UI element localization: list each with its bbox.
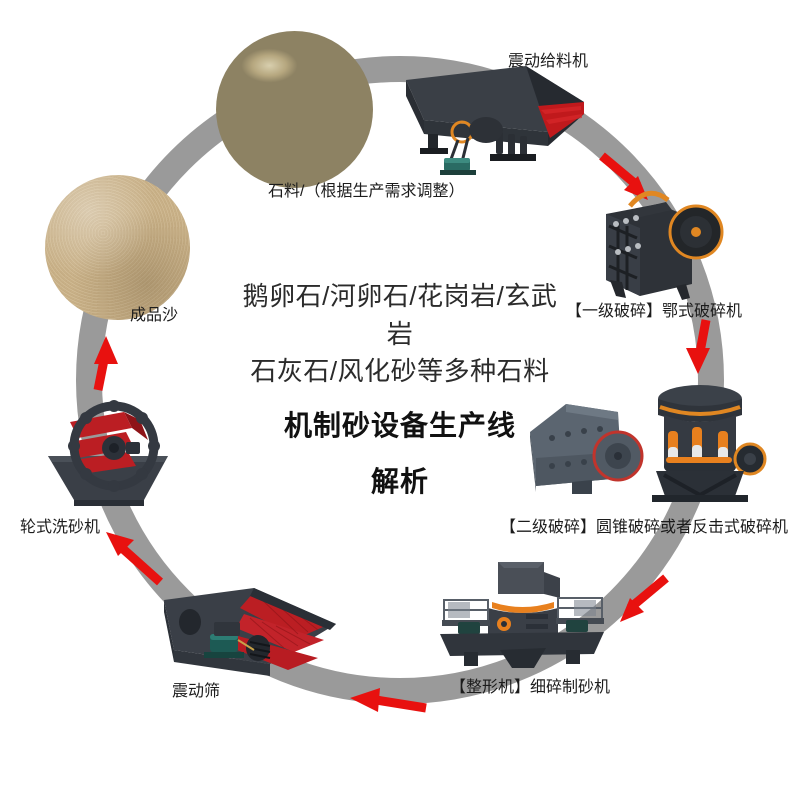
wheel-sand-washer-machine bbox=[40, 398, 180, 510]
vibrating-feeder-machine bbox=[398, 58, 598, 176]
center-title-line2: 解析 bbox=[370, 466, 429, 498]
center-subtitle-line2: 石灰石/风化砂等多种石料 bbox=[250, 356, 550, 387]
center-subtitle-line1: 鹅卵石/河卵石/花岗岩/玄武岩 bbox=[242, 281, 558, 349]
label-vibrating-screen: 震动筛 bbox=[172, 683, 221, 700]
finished-sand-photo bbox=[45, 175, 190, 320]
label-secondary-crusher: 【二级破碎】圆锥破碎或者反击式破碎机 bbox=[500, 519, 789, 536]
label-sand-washer: 轮式洗砂机 bbox=[20, 519, 101, 536]
impact-crusher-machine bbox=[522, 398, 648, 498]
label-vibrating-feeder: 震动给料机 bbox=[508, 53, 589, 70]
vsi-sand-maker-machine bbox=[434, 558, 610, 672]
label-finished-sand: 成品沙 bbox=[130, 307, 179, 324]
vibrating-screen-machine bbox=[158, 578, 342, 682]
label-sand-maker: 【整形机】细碎制砂机 bbox=[450, 679, 611, 696]
label-raw-material: 石料/（根据生产需求调整） bbox=[268, 183, 465, 200]
cone-crusher-machine bbox=[638, 375, 770, 505]
cobblestones-photo bbox=[216, 31, 373, 188]
jaw-crusher-machine bbox=[596, 180, 726, 302]
center-text-block: 鹅卵石/河卵石/花岗岩/玄武岩 石灰石/风化砂等多种石料 机制砂设备生产线 解析 bbox=[230, 278, 570, 503]
center-title-line1: 机制砂设备生产线 bbox=[283, 410, 516, 442]
label-jaw-crusher: 【一级破碎】鄂式破碎机 bbox=[566, 303, 743, 320]
